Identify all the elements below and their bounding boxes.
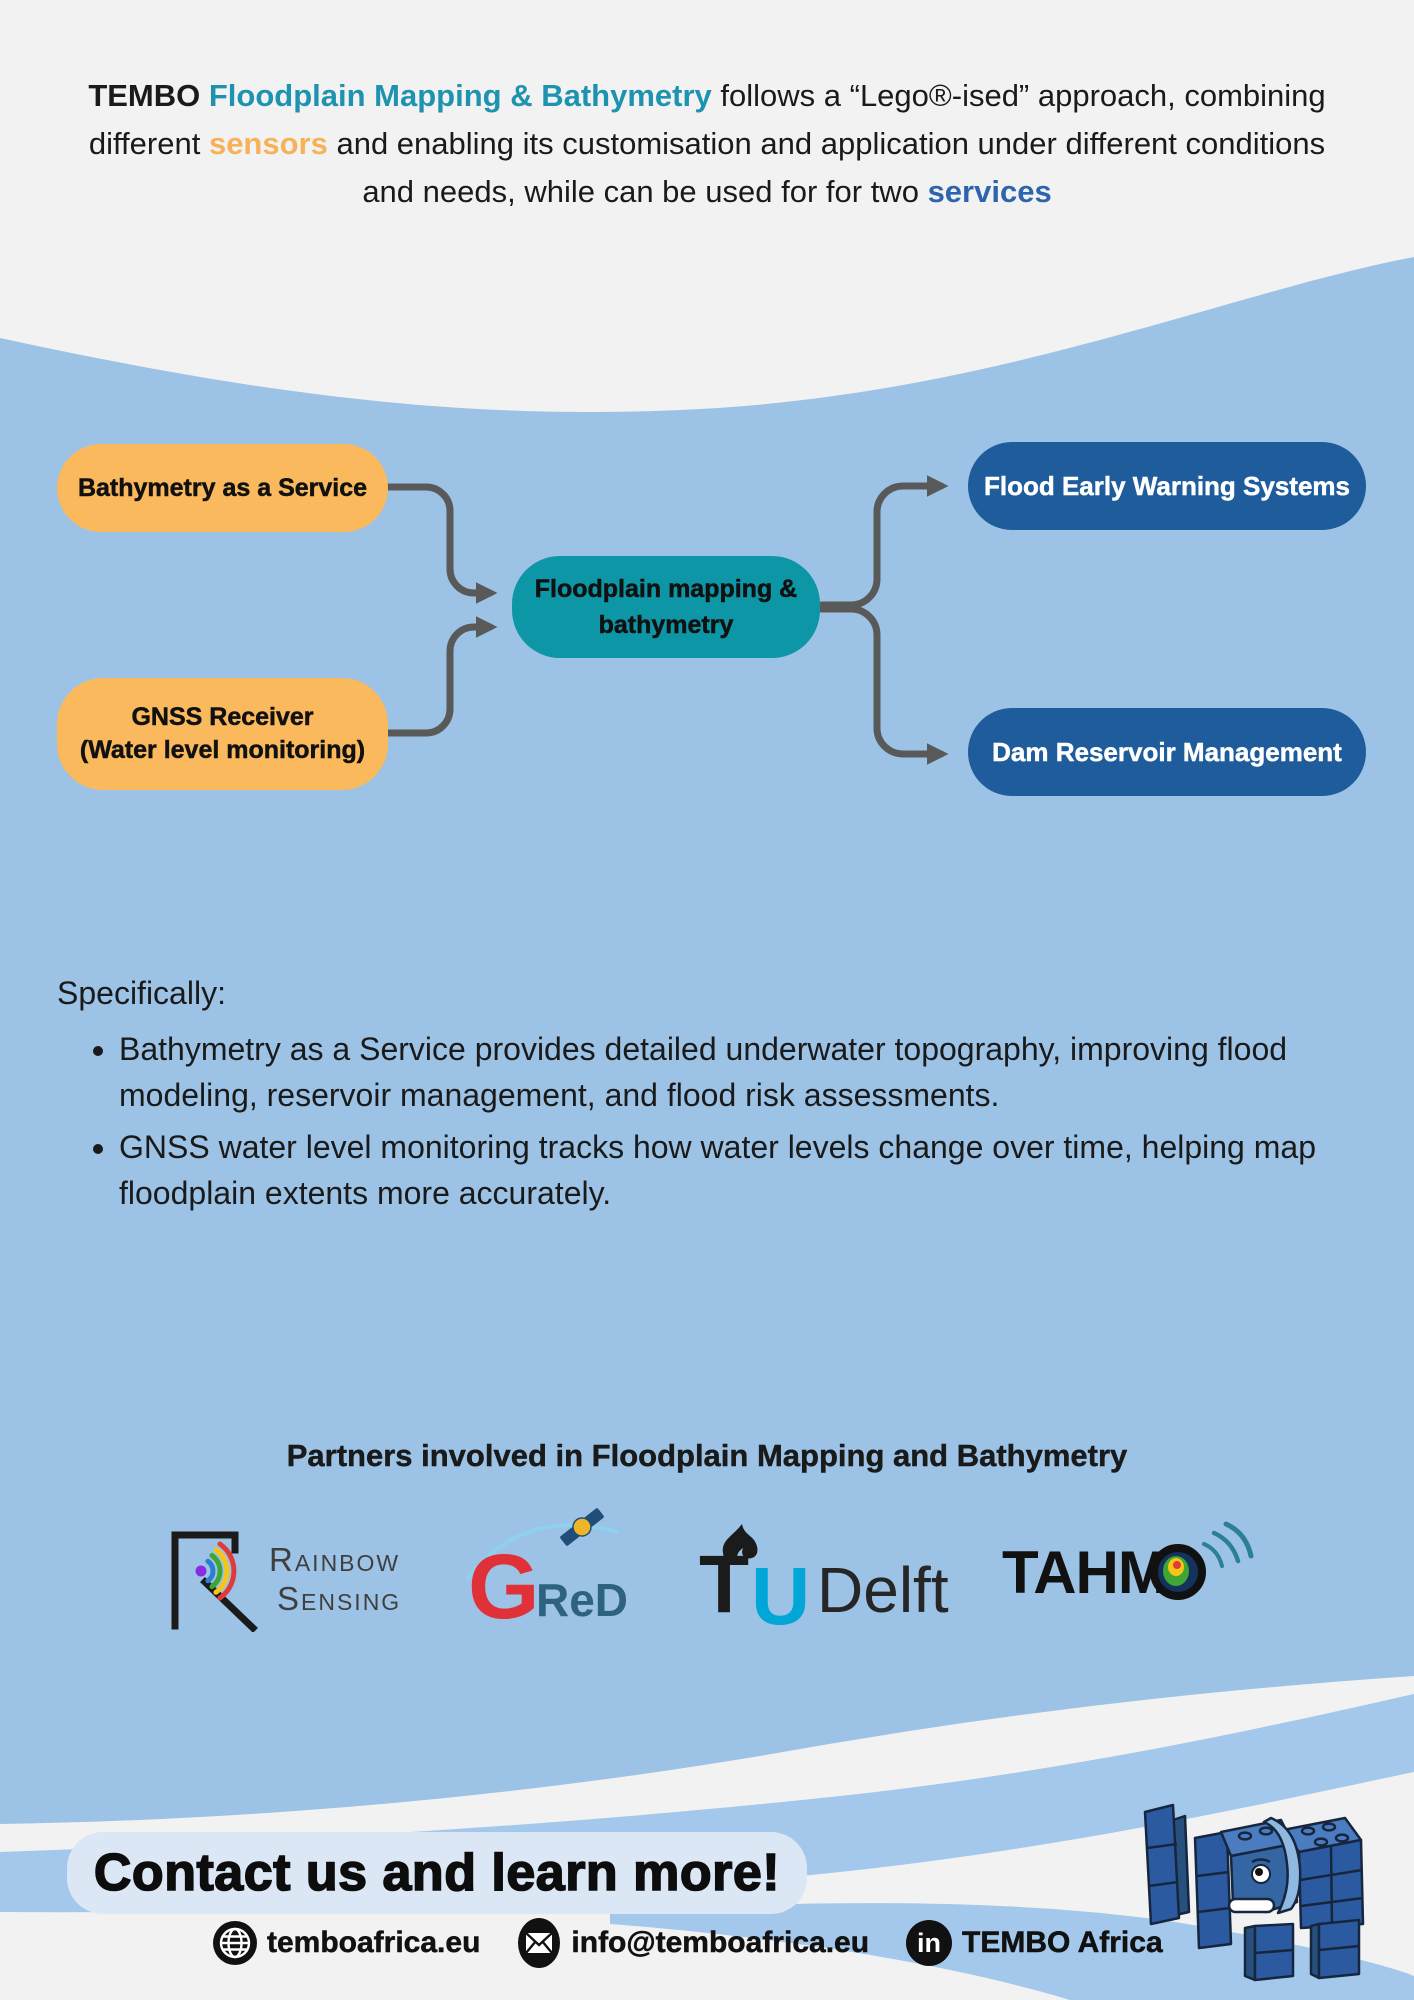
- intro-sensors: sensors: [208, 126, 328, 161]
- node-floodplain-mapping: Floodplain mapping & bathymetry: [512, 556, 820, 658]
- linkedin-label: TEMBO Africa: [962, 1926, 1163, 1960]
- tahmo-letters: TAHM: [1002, 1539, 1167, 1606]
- gred-g: G: [468, 1536, 540, 1632]
- gred-satellite-icon: [560, 1508, 604, 1546]
- specifics-section: Specifically: Bathymetry as a Service pr…: [57, 970, 1387, 1222]
- tahmo-logo: TAHM: [1000, 1520, 1255, 1622]
- specifics-list: Bathymetry as a Service provides detaile…: [57, 1026, 1387, 1216]
- specifics-bullet-2: GNSS water level monitoring tracks how w…: [119, 1124, 1387, 1216]
- tudelft-flame-icon: [722, 1524, 758, 1565]
- node-dam-reservoir: Dam Reservoir Management: [968, 708, 1366, 796]
- specifics-bullet-1: Bathymetry as a Service provides detaile…: [119, 1026, 1387, 1118]
- arrow-gnss-to-center: [384, 616, 498, 737]
- globe-icon: [213, 1921, 257, 1965]
- intro-line2-rest: and enabling its customisation and appli…: [327, 126, 1326, 161]
- tudelft-delft: Delft: [817, 1554, 949, 1626]
- email-label: info@temboafrica.eu: [571, 1926, 870, 1960]
- arrow-baas-to-center: [384, 483, 498, 604]
- linkedin-link[interactable]: in TEMBO Africa: [905, 1919, 1163, 1967]
- rainbow-sensing-logo: Rainbow Sensing: [165, 1524, 417, 1632]
- intro-line-3: and needs, while can be used for for two…: [0, 168, 1414, 216]
- contact-banner: Contact us and learn more!: [67, 1832, 807, 1914]
- intro-line2-pre: different: [88, 126, 209, 161]
- node-center-line1: Floodplain mapping &: [534, 575, 798, 604]
- node-gnss-line1: GNSS Receiver: [131, 703, 314, 732]
- rainbow-sensing-mark: [171, 1531, 258, 1632]
- node-flood-early-warning: Flood Early Warning Systems: [968, 442, 1366, 530]
- rainbow-dot: [195, 1565, 207, 1577]
- lego-elephant-illustration: [1133, 1796, 1373, 1988]
- rainbow-word: Rainbow: [269, 1541, 400, 1578]
- gred-orbit-arc: [466, 1523, 619, 1580]
- node-gnss-line2: (Water level monitoring): [79, 736, 366, 765]
- email-icon: [518, 1918, 561, 1968]
- contact-headline: Contact us and learn more!: [93, 1843, 781, 1903]
- intro-line-1: TEMBO Floodplain Mapping & Bathymetry fo…: [0, 72, 1414, 120]
- intro-services: services: [927, 174, 1052, 209]
- arrow-center-to-dam: [817, 605, 949, 765]
- node-bathymetry-service: Bathymetry as a Service: [57, 444, 388, 532]
- gred-logo: G ReD: [462, 1500, 637, 1632]
- tudelft-logo: T U Delft: [693, 1520, 978, 1632]
- intro-line3-pre: and needs, while can be used for for two: [362, 174, 928, 209]
- node-center-line2: bathymetry: [598, 611, 734, 640]
- intro-paragraph: TEMBO Floodplain Mapping & Bathymetry fo…: [0, 72, 1414, 216]
- partners-heading: Partners involved in Floodplain Mapping …: [286, 1438, 1128, 1473]
- sensing-word: Sensing: [277, 1580, 401, 1617]
- contact-row: temboafrica.eu info@temboafrica.eu in TE…: [212, 1916, 1163, 1970]
- website-label: temboafrica.eu: [267, 1926, 481, 1960]
- intro-tembo: TEMBO: [88, 78, 209, 113]
- website-link[interactable]: temboafrica.eu: [212, 1920, 481, 1966]
- tudelft-u: U: [751, 1551, 810, 1632]
- intro-line1-rest: follows a “Lego®-ised” approach, combini…: [711, 78, 1326, 113]
- tahmo-signal-arcs: [1202, 1521, 1254, 1568]
- intro-line-2: different sensors and enabling its custo…: [0, 120, 1414, 168]
- intro-title: Floodplain Mapping & Bathymetry: [208, 78, 712, 113]
- node-bathymetry-service-label: Bathymetry as a Service: [77, 473, 368, 502]
- node-gnss-receiver: GNSS Receiver (Water level monitoring): [57, 678, 388, 790]
- svg-text:in: in: [917, 1928, 941, 1958]
- node-fews-label: Flood Early Warning Systems: [983, 470, 1351, 501]
- email-link[interactable]: info@temboafrica.eu: [516, 1917, 869, 1969]
- linkedin-icon: in: [906, 1920, 953, 1966]
- tudelft-t: T: [699, 1539, 749, 1630]
- arrow-center-to-fews: [817, 475, 949, 609]
- specifics-heading: Specifically:: [57, 975, 226, 1011]
- gred-red: ReD: [536, 1574, 628, 1626]
- node-dam-label: Dam Reservoir Management: [992, 736, 1342, 767]
